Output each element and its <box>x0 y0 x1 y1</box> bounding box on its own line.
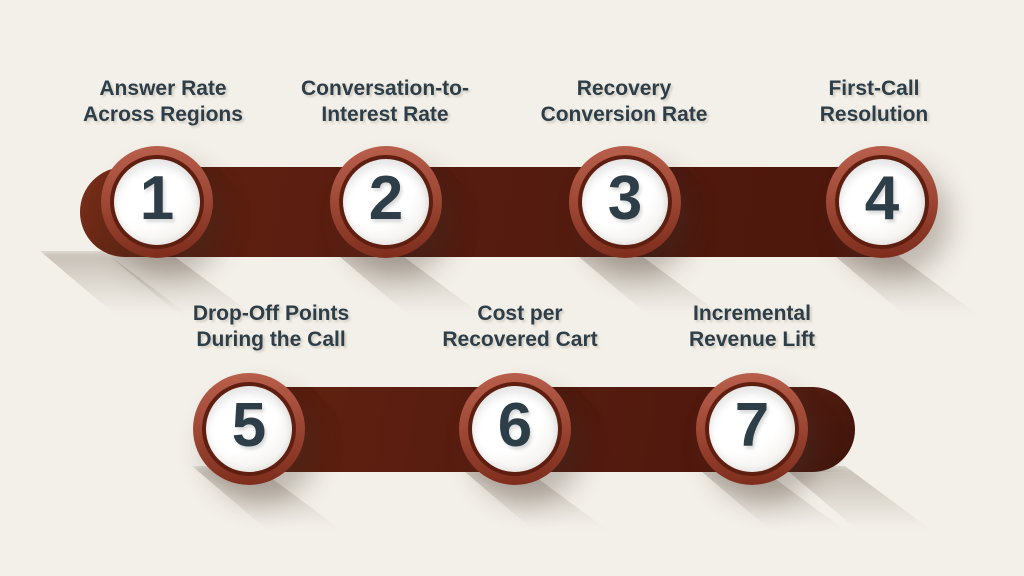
step-label-6: Cost per Recovered Cart <box>398 301 642 353</box>
step-node-5: 5 <box>193 373 305 485</box>
step-node-inner-ring: 1 <box>110 155 204 249</box>
step-label-2: Conversation-to- Interest Rate <box>263 76 507 128</box>
step-node-face: 6 <box>472 386 558 472</box>
step-node-inner-ring: 3 <box>578 155 672 249</box>
step-node-inner-ring: 5 <box>202 382 296 476</box>
step-number: 5 <box>231 391 267 460</box>
step-label-5: Drop-Off Points During the Call <box>149 301 393 353</box>
step-label-line: Interest Rate <box>321 103 449 126</box>
step-label-line: Answer Rate <box>99 77 227 100</box>
step-label-line: Incremental <box>693 302 811 325</box>
step-label-line: During the Call <box>196 328 346 351</box>
step-node-1: 1 <box>101 146 213 258</box>
step-number: 2 <box>368 164 404 233</box>
step-node-7: 7 <box>696 373 808 485</box>
step-label-line: Resolution <box>819 103 929 126</box>
step-node-inner-ring: 4 <box>835 155 929 249</box>
step-label-line: Cost per <box>477 302 563 325</box>
step-node-face: 5 <box>206 386 292 472</box>
step-label-line: Drop-Off Points <box>192 302 350 325</box>
step-node-inner-ring: 7 <box>705 382 799 476</box>
step-node-face: 1 <box>114 159 200 245</box>
step-node-face: 4 <box>839 159 925 245</box>
step-node-inner-ring: 6 <box>468 382 562 476</box>
step-number: 3 <box>607 164 643 233</box>
step-label-line: Recovered Cart <box>442 328 598 351</box>
step-node-face: 2 <box>343 159 429 245</box>
step-node-face: 7 <box>709 386 795 472</box>
step-node-2: 2 <box>330 146 442 258</box>
step-label-4: First-Call Resolution <box>752 76 996 128</box>
step-node-3: 3 <box>569 146 681 258</box>
step-node-4: 4 <box>826 146 938 258</box>
step-number: 1 <box>139 164 175 233</box>
step-label-line: Revenue Lift <box>688 328 816 351</box>
step-label-line: Recovery <box>576 77 672 100</box>
step-node-face: 3 <box>582 159 668 245</box>
step-number: 4 <box>864 164 900 233</box>
step-label-3: Recovery Conversion Rate <box>502 76 746 128</box>
step-number: 7 <box>734 391 770 460</box>
step-label-line: Across Regions <box>83 103 243 126</box>
step-label-7: Incremental Revenue Lift <box>630 301 874 353</box>
cast-shadow <box>782 466 932 536</box>
step-node-6: 6 <box>459 373 571 485</box>
step-label-line: First-Call <box>828 77 920 100</box>
step-label-1: Answer Rate Across Regions <box>41 76 285 128</box>
step-number: 6 <box>497 391 533 460</box>
step-node-inner-ring: 2 <box>339 155 433 249</box>
step-label-line: Conversation-to- <box>301 77 469 100</box>
step-label-line: Conversion Rate <box>540 103 708 126</box>
